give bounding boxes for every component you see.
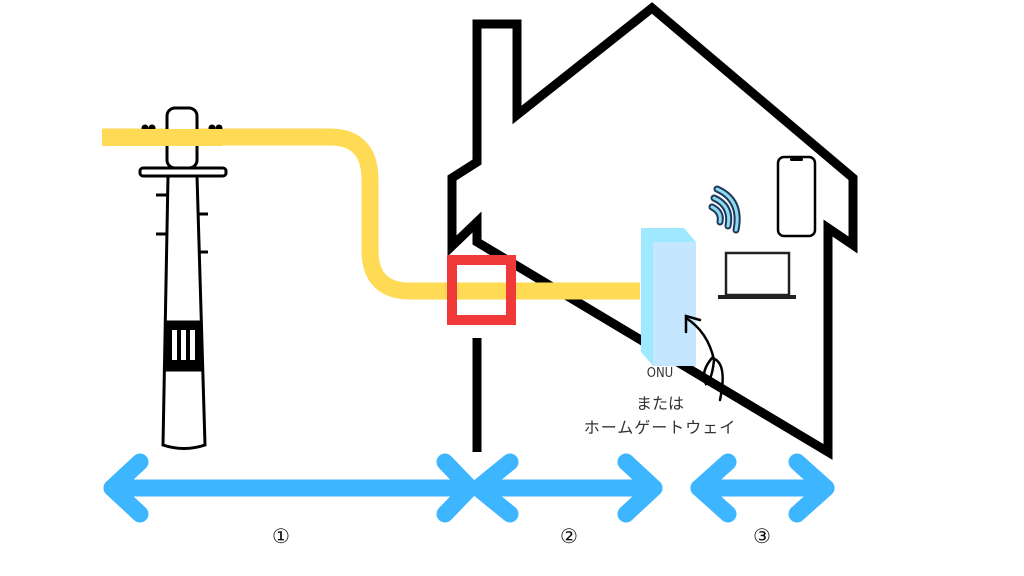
onu-device-icon (641, 228, 696, 366)
utility-pole-icon (138, 106, 228, 450)
cable-segment-over-pole (102, 129, 222, 146)
segment-3-label: ③ (753, 524, 771, 548)
curly-arrow-icon (684, 316, 724, 402)
smartphone-icon (776, 155, 817, 238)
home-gateway-label: ホームゲートウェイ (583, 418, 737, 437)
fiber-cable (102, 128, 640, 300)
laptop-icon (718, 251, 796, 299)
demarcation-box (447, 255, 516, 325)
onu-label: ONU (646, 366, 674, 381)
arrow-segment-3 (690, 453, 835, 523)
arrow-segment-1 (103, 453, 479, 523)
segment-1-label: ① (272, 524, 290, 548)
segment-2-label: ② (560, 524, 578, 548)
arrow-segment-2 (469, 453, 663, 523)
or-label: または (635, 394, 684, 413)
